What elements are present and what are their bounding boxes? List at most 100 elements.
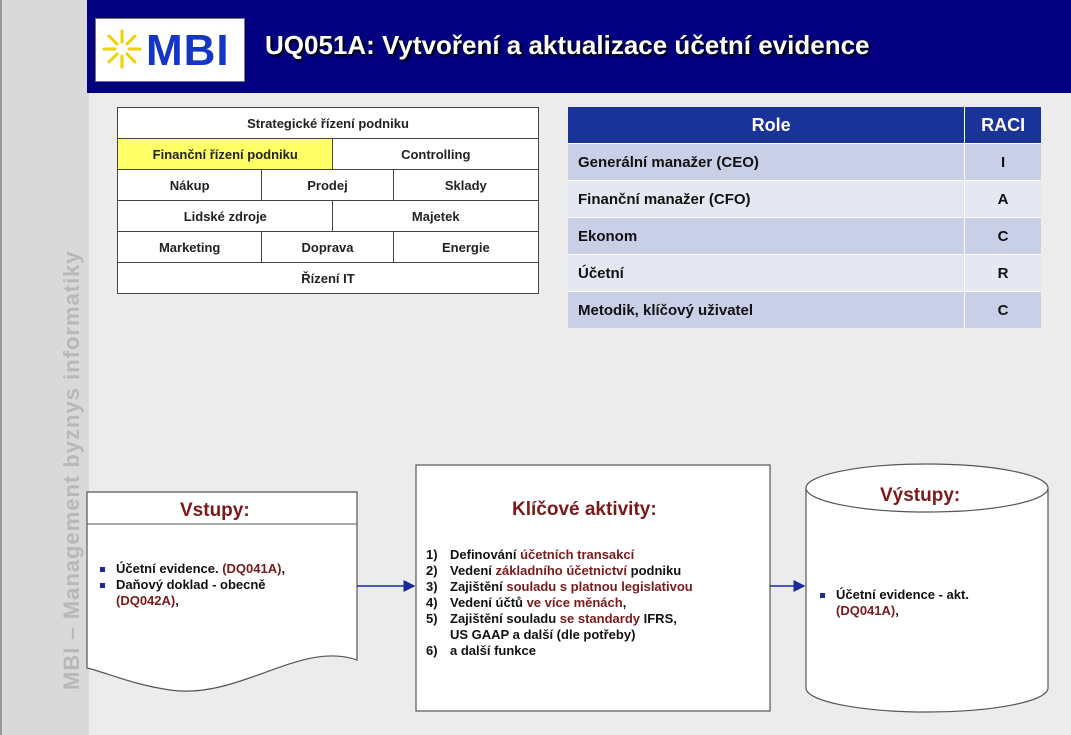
process-cell: Energie bbox=[392, 232, 538, 262]
process-row: Lidské zdroje Majetek bbox=[118, 200, 538, 231]
logo-text: MBI bbox=[146, 26, 230, 75]
process-cell: Majetek bbox=[332, 201, 538, 231]
output-text: Účetní evidence - akt. bbox=[836, 587, 969, 602]
list-item: Účetní evidence - akt. (DQ041A), bbox=[818, 587, 1038, 619]
activity-text-part: US GAAP a další (dle potřeby) bbox=[450, 627, 636, 642]
activity-text-part: Zajištění bbox=[450, 579, 507, 594]
activity-text-part: souladu s platnou legislativou bbox=[506, 579, 693, 594]
outputs-cylinder-body bbox=[805, 488, 1049, 713]
process-cell: Prodej bbox=[261, 170, 392, 200]
activity-text: Vedení základního účetnictví podniku bbox=[450, 563, 681, 579]
activities-list: 1) Definování účetních transakcí 2) Vedení … bbox=[426, 547, 693, 659]
activity-item: 5) Zajištění souladu se standardy IFRS, bbox=[426, 611, 693, 627]
raci-role: Metodik, klíčový uživatel bbox=[578, 301, 754, 319]
raci-value: R bbox=[964, 255, 1041, 291]
activity-text-part: se standardy bbox=[559, 611, 644, 626]
process-cell-highlighted: Finanční řízení podniku bbox=[118, 139, 333, 169]
activity-number: 4) bbox=[426, 595, 438, 610]
activity-text: Definování účetních transakcí bbox=[450, 547, 634, 563]
raci-value: A bbox=[964, 181, 1041, 217]
inputs-title: Vstupy: bbox=[180, 500, 250, 521]
raci-value: I bbox=[964, 144, 1041, 180]
process-map: Strategické řízení podniku Finanční říze… bbox=[117, 107, 539, 294]
page-title: UQ051A: Vytvoření a aktualizace účetní e… bbox=[265, 30, 870, 60]
outputs-list: Účetní evidence - akt. (DQ041A), bbox=[818, 587, 1038, 619]
activity-text: Zajištění souladu se standardy IFRS, bbox=[450, 611, 677, 627]
activity-item: 6) a další funkce bbox=[426, 643, 693, 659]
input-text: Účetní evidence. bbox=[116, 561, 223, 576]
activities-title: Klíčové aktivity: bbox=[512, 499, 657, 520]
process-cell: Řízení IT bbox=[301, 270, 355, 286]
activity-text-part: Vedení účtů bbox=[450, 595, 527, 610]
list-item: Daňový doklad - obecně (DQ042A), bbox=[98, 577, 348, 609]
activity-text: Vedení účtů ve více měnách, bbox=[450, 595, 626, 611]
raci-row: Finanční manažer (CFO) A bbox=[568, 180, 1041, 217]
activity-text-part: podniku bbox=[630, 563, 682, 578]
activity-number: 6) bbox=[426, 643, 438, 658]
input-suffix: , bbox=[281, 561, 286, 576]
raci-role: Ekonom bbox=[578, 227, 638, 245]
raci-role: Generální manažer (CEO) bbox=[578, 153, 759, 171]
activity-item: 1) Definování účetních transakcí bbox=[426, 547, 693, 563]
raci-table: Role RACI Generální manažer (CEO) I Fina… bbox=[568, 107, 1041, 328]
process-cell: Marketing bbox=[158, 239, 221, 255]
activity-item: US GAAP a další (dle potřeby) bbox=[426, 627, 693, 643]
raci-header-role: Role bbox=[751, 114, 791, 135]
raci-value: C bbox=[964, 292, 1041, 328]
process-cell: Lidské zdroje bbox=[183, 208, 267, 224]
activity-text-part: ve více měnách bbox=[526, 595, 623, 610]
sidebar: MBI – Management byznys informatiky bbox=[0, 0, 89, 735]
activity-number: 2) bbox=[426, 563, 438, 578]
activity-text: Zajištění souladu s platnou legislativou bbox=[450, 579, 693, 595]
process-cell: Doprava bbox=[261, 232, 392, 262]
activity-text-part: Vedení bbox=[450, 563, 496, 578]
raci-header-row: Role RACI bbox=[568, 107, 1041, 143]
activity-text-part: Definování bbox=[450, 547, 521, 562]
header-bar bbox=[87, 0, 1071, 93]
process-row: Nákup Prodej Sklady bbox=[118, 169, 538, 200]
output-ref: (DQ041A) bbox=[836, 603, 896, 618]
output-suffix: , bbox=[895, 603, 899, 618]
raci-value: C bbox=[964, 218, 1041, 254]
process-cell: Sklady bbox=[392, 170, 538, 200]
process-row: Finanční řízení podniku Controlling bbox=[118, 138, 538, 169]
process-cell: Strategické řízení podniku bbox=[247, 115, 409, 131]
activity-number: 3) bbox=[426, 579, 438, 594]
activities-box bbox=[415, 464, 771, 712]
input-suffix: , bbox=[175, 593, 179, 608]
sun-icon bbox=[102, 29, 142, 69]
list-item: Účetní evidence. (DQ041A), bbox=[98, 561, 348, 577]
input-ref: (DQ041A) bbox=[222, 561, 282, 576]
inputs-document-shape bbox=[86, 491, 358, 692]
activity-number: 1) bbox=[426, 547, 438, 562]
process-row: Strategické řízení podniku bbox=[118, 108, 538, 138]
inputs-list: Účetní evidence. (DQ041A), Daňový doklad… bbox=[98, 561, 348, 609]
activity-text: US GAAP a další (dle potřeby) bbox=[450, 627, 635, 643]
process-cell: Controlling bbox=[332, 139, 538, 169]
raci-row: Generální manažer (CEO) I bbox=[568, 143, 1041, 180]
raci-role: Finanční manažer (CFO) bbox=[578, 190, 751, 208]
input-text: Daňový doklad - obecně bbox=[116, 577, 266, 592]
raci-row: Metodik, klíčový uživatel C bbox=[568, 291, 1041, 328]
activity-item: 2) Vedení základního účetnictví podniku bbox=[426, 563, 693, 579]
activity-item: 4) Vedení účtů ve více měnách, bbox=[426, 595, 693, 611]
activity-text-part: , bbox=[622, 595, 627, 610]
activity-text-part: a další funkce bbox=[450, 643, 536, 658]
activity-text-part: IFRS, bbox=[643, 611, 677, 626]
process-row: Řízení IT bbox=[118, 262, 538, 293]
raci-row: Účetní R bbox=[568, 254, 1041, 291]
activity-text: a další funkce bbox=[450, 643, 536, 659]
outputs-cylinder-top bbox=[805, 463, 1049, 513]
activity-text-part: základního účetnictví bbox=[495, 563, 631, 578]
outputs-title: Výstupy: bbox=[880, 485, 961, 506]
raci-row: Ekonom C bbox=[568, 217, 1041, 254]
activity-text-part: účetních transakcí bbox=[520, 547, 635, 562]
raci-role: Účetní bbox=[578, 264, 624, 282]
mbi-logo: MBI bbox=[95, 18, 245, 82]
activity-number: 5) bbox=[426, 611, 438, 626]
activity-number bbox=[426, 627, 450, 643]
raci-header-raci: RACI bbox=[964, 107, 1041, 143]
activity-item: 3) Zajištění souladu s platnou legislativ… bbox=[426, 579, 693, 595]
activity-text-part: Zajištění souladu bbox=[450, 611, 560, 626]
